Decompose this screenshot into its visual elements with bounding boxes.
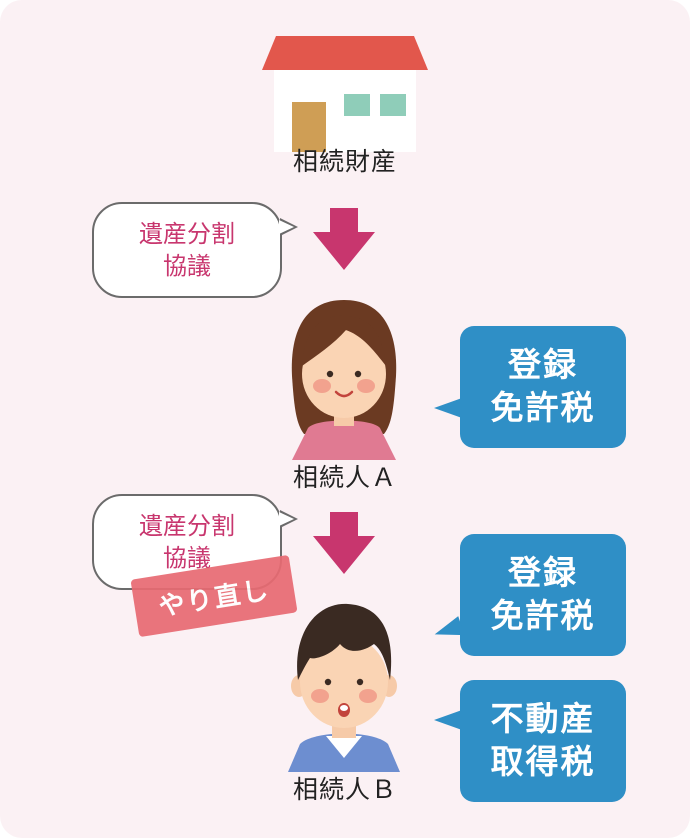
- tax-b2-line2: 取得税: [490, 742, 596, 781]
- tax-box-a: 登録 免許税: [434, 326, 626, 448]
- tax-tail: [434, 710, 462, 730]
- tax-box-b2: 不動産 取得税: [434, 680, 626, 802]
- heir-b-label: 相続人Ｂ: [292, 775, 397, 804]
- agreement-line1: 遺産分割: [139, 219, 235, 248]
- heir-a-avatar: [291, 300, 397, 460]
- heir-a-label: 相続人Ａ: [292, 463, 397, 492]
- heir-b-avatar: [288, 603, 400, 772]
- tax-tail: [431, 616, 465, 644]
- tax-b1-line2: 免許税: [490, 596, 596, 635]
- tax-a-line2: 免許税: [490, 388, 596, 427]
- house-icon: [262, 36, 428, 152]
- agreement-bubble-1: 遺産分割 協議: [92, 202, 298, 298]
- agreement-line2: 協議: [163, 252, 211, 280]
- down-arrow-icon: [313, 208, 375, 270]
- tax-b2-line1: 不動産: [490, 699, 596, 739]
- tax-a-line1: 登録: [508, 345, 578, 385]
- property-label: 相続財産: [292, 147, 397, 176]
- tax-box-b1: 登録 免許税: [431, 534, 626, 656]
- down-arrow-icon: [313, 512, 375, 574]
- agreement-line1: 遺産分割: [139, 511, 235, 540]
- tax-b1-line1: 登録: [508, 553, 578, 593]
- tax-tail: [434, 398, 462, 418]
